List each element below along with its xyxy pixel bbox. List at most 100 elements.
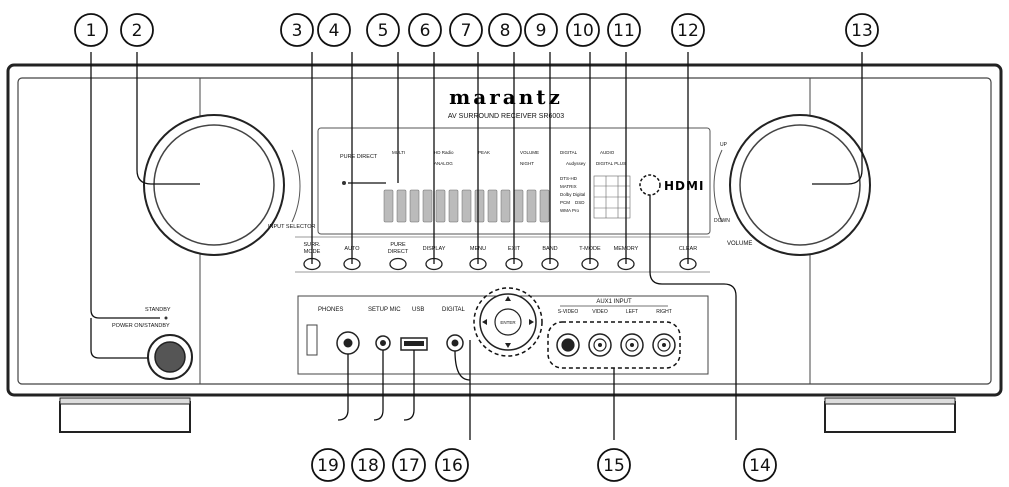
segment-digit	[474, 189, 485, 223]
indicator-wmapro: WMA Pro	[560, 208, 579, 213]
aux1-jacks	[556, 333, 676, 357]
callout-number: 16	[441, 456, 463, 476]
video-jack-pin-icon	[598, 343, 602, 347]
pure-direct-button[interactable]	[389, 257, 407, 271]
cursor-down-icon[interactable]	[505, 343, 511, 348]
model-label: AV SURROUND RECEIVER SR6003	[448, 113, 564, 120]
indicator-dolby: Dolby Digital	[560, 192, 585, 197]
left-jack-pin-icon	[630, 343, 634, 347]
right-foot	[824, 401, 956, 433]
indicator-digital-plus: DIGITAL PLUS	[596, 161, 626, 166]
display-segments	[383, 189, 550, 223]
callout-number: 10	[572, 21, 594, 41]
segment-digit	[487, 189, 498, 223]
callout-number: 5	[378, 21, 389, 41]
segment-digit	[383, 189, 394, 223]
chassis-inner	[17, 77, 992, 385]
callout-16: 16	[435, 448, 469, 482]
phones-jack-hole-icon	[343, 338, 353, 348]
segment-digit	[526, 189, 537, 223]
pure-direct-indicator: PURE DIRECT	[340, 154, 378, 160]
volume-arc	[713, 149, 723, 223]
volume-label: VOLUME	[727, 241, 752, 247]
left-label: LEFT	[626, 309, 638, 315]
enter-label: ENTER	[500, 320, 516, 325]
callout-7: 7	[449, 13, 483, 47]
callout-12: 12	[671, 13, 705, 47]
callout-17: 17	[392, 448, 426, 482]
indicator-dtshd: DTS-HD	[560, 176, 578, 181]
standby-led-icon	[164, 316, 168, 320]
callout-8: 8	[488, 13, 522, 47]
callout-number: 15	[603, 456, 625, 476]
indicator-volume: VOLUME	[520, 150, 539, 155]
segment-digit	[396, 189, 407, 223]
right-foot-top	[824, 397, 956, 405]
power-label: POWER ON/STANDBY	[112, 323, 170, 329]
cursor-left-icon[interactable]	[482, 319, 487, 325]
callout-19: 19	[311, 448, 345, 482]
indicator-audio: AUDIO	[600, 150, 615, 155]
hdmi-logo: HDMI	[664, 179, 704, 193]
callout-9: 9	[524, 13, 558, 47]
callout-1: 1	[74, 13, 108, 47]
input-selector-arc	[291, 149, 301, 223]
cursor-pad-highlight	[473, 287, 543, 357]
input-selector-knob-inner	[153, 124, 275, 246]
callout-number: 17	[398, 456, 420, 476]
segment-digit	[448, 189, 459, 223]
display-indicator-group: MULTI HD Radio PEAK VOLUME DIGITAL AUDIO…	[392, 150, 626, 213]
indicator-digital: DIGITAL	[560, 150, 578, 155]
callout-14: 14	[743, 448, 777, 482]
usb-label: USB	[412, 307, 424, 313]
callout-11: 11	[607, 13, 641, 47]
leader-lines	[90, 52, 863, 440]
callout-3: 3	[280, 13, 314, 47]
callout-number: 19	[317, 456, 339, 476]
callout-number: 11	[613, 21, 635, 41]
setup-mic-label: SETUP MIC	[368, 307, 401, 313]
callout-number: 12	[677, 21, 699, 41]
setup-mic-hole-icon	[380, 340, 386, 346]
callout-4: 4	[317, 13, 351, 47]
callout-number: 9	[536, 21, 547, 41]
callout-13: 13	[845, 13, 879, 47]
pure-direct-led-icon	[342, 181, 346, 185]
callout-number: 4	[329, 21, 340, 41]
callout-number: 2	[132, 21, 143, 41]
callout-number: 6	[420, 21, 431, 41]
pure-direct-label: PURE	[390, 242, 406, 248]
segment-digit	[513, 189, 524, 223]
segment-digit	[500, 189, 511, 223]
digital-input-hole-icon	[451, 339, 459, 347]
cursor-right-icon[interactable]	[529, 319, 534, 325]
indicator-audyssey: Audyssey	[566, 161, 586, 166]
cursor-up-icon[interactable]	[505, 296, 511, 301]
svideo-jack-inner-icon	[561, 338, 575, 352]
volume-knob-inner	[739, 124, 861, 246]
callout-2: 2	[120, 13, 154, 47]
video-label: VIDEO	[592, 309, 608, 315]
brand-logo: marantz	[449, 85, 563, 109]
indicator-pcm: PCM	[560, 200, 570, 205]
segment-digit	[409, 189, 420, 223]
segment-digit	[461, 189, 472, 223]
indicator-matrix: MATRIX	[560, 184, 577, 189]
volume-up-label: UP	[720, 142, 728, 148]
right-jack-pin-icon	[662, 343, 666, 347]
callout-10: 10	[566, 13, 600, 47]
callout-18: 18	[351, 448, 385, 482]
callout-number: 14	[749, 456, 771, 476]
usb-port-slot-icon	[404, 341, 424, 346]
speaker-grid	[593, 175, 631, 219]
indicator-peak: PEAK	[478, 150, 490, 155]
door-tab	[306, 324, 318, 356]
enter-button[interactable]	[494, 308, 522, 336]
pure-direct-label: DIRECT	[388, 249, 409, 255]
standby-label: STANDBY	[145, 307, 171, 313]
input-selector-label: INPUT SELECTOR	[268, 224, 316, 230]
segment-digit	[435, 189, 446, 223]
segment-digit	[539, 189, 550, 223]
